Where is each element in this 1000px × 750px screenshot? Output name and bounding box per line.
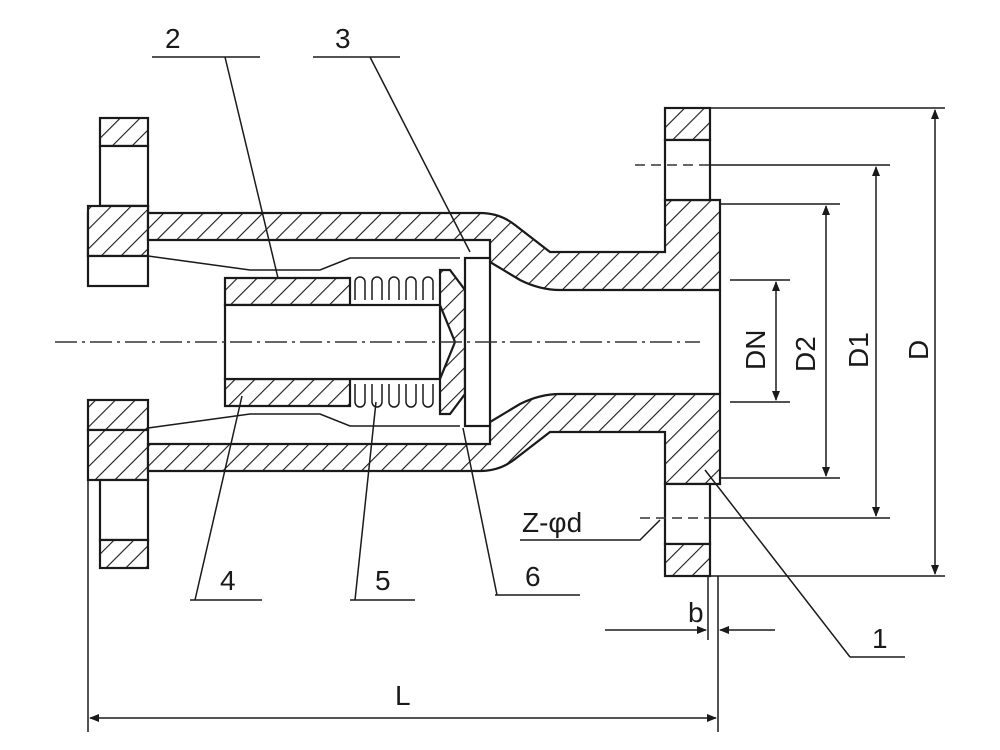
part-label-3: 3: [335, 23, 351, 54]
leader-lines: [152, 56, 905, 658]
part-label-1: 1: [872, 623, 888, 654]
valve-body: [146, 106, 722, 578]
part-label-6: 6: [525, 561, 541, 592]
spring-part-5: [354, 276, 434, 408]
valve-disc: [438, 268, 467, 416]
left-flange: [86, 116, 150, 570]
part-label-4: 4: [220, 565, 236, 596]
dim-label-D: D: [903, 340, 934, 360]
dimension-lines: [87, 107, 945, 732]
dim-label-L: L: [395, 680, 411, 711]
part-label-2: 2: [165, 23, 181, 54]
dim-label-b: b: [688, 597, 704, 628]
dim-label-DN: DN: [740, 330, 771, 370]
guide-part-4: [147, 255, 460, 429]
dim-label-bolt-holes: Z-φd: [522, 507, 582, 538]
dim-label-D2: D2: [790, 336, 821, 372]
part-label-5: 5: [375, 565, 391, 596]
dim-label-D1: D1: [843, 332, 874, 368]
